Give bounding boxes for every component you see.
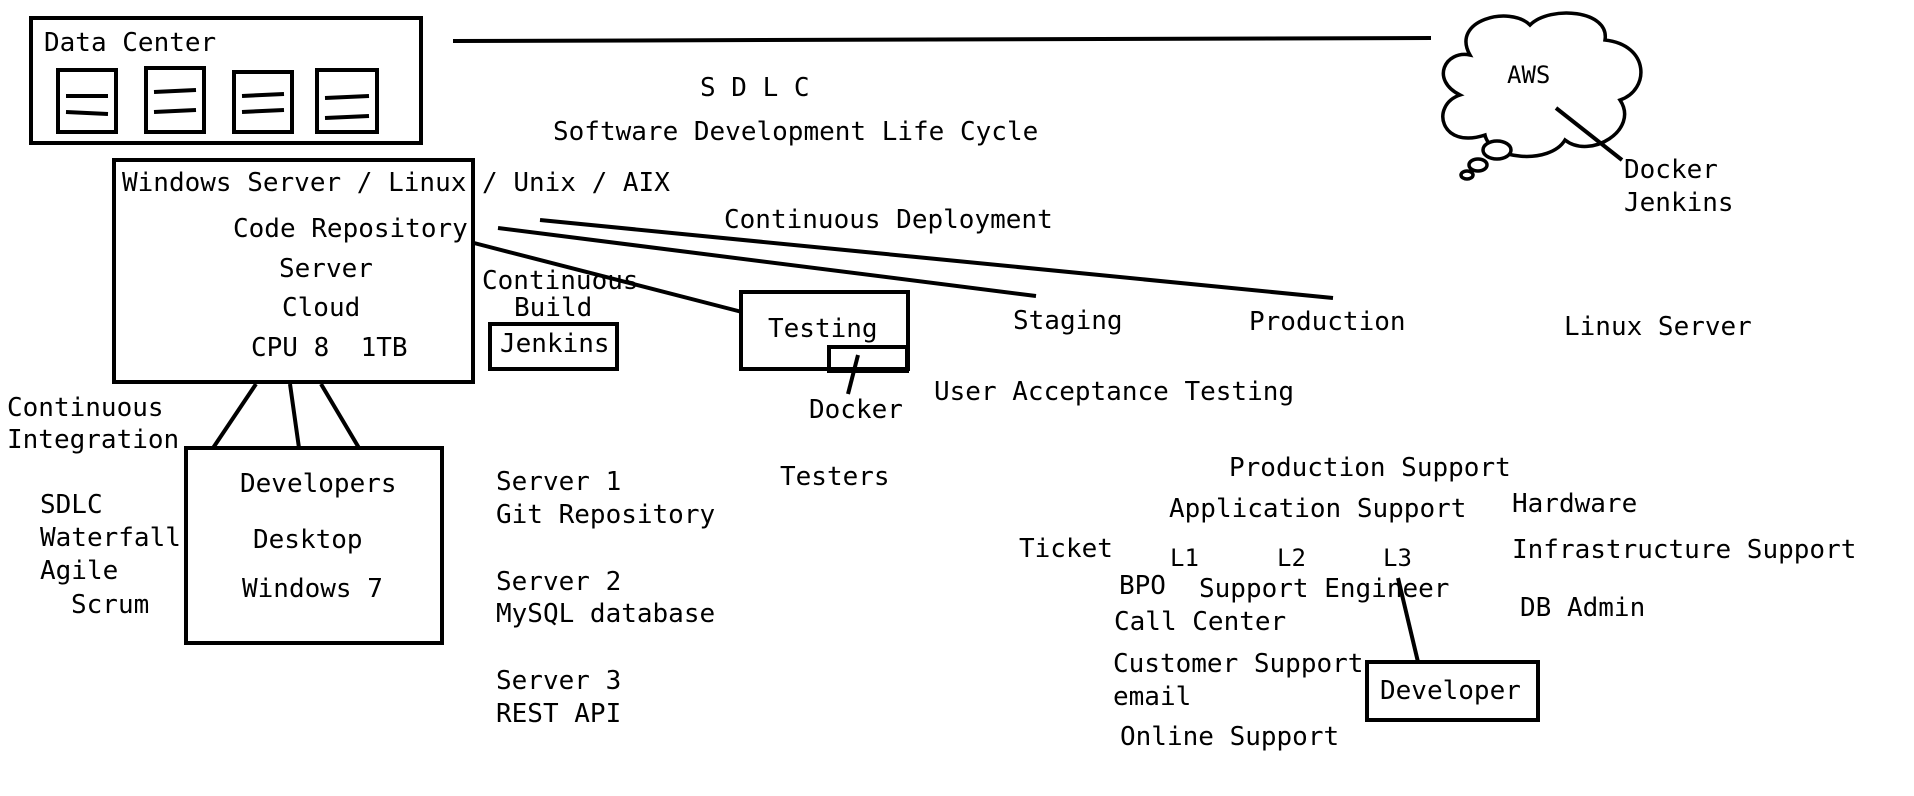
ticket-label: Ticket	[1019, 534, 1113, 564]
rack-icon	[232, 70, 294, 134]
data-center-box	[29, 16, 423, 145]
infrastructure-support-label: Infrastructure Support	[1512, 535, 1857, 565]
server-box	[112, 158, 475, 384]
rack-icon	[315, 68, 379, 134]
linux-server-label: Linux Server	[1564, 312, 1752, 342]
aws-label: AWS	[1507, 61, 1551, 89]
server-2-role: MySQL database	[496, 599, 716, 629]
server-dev-line	[211, 382, 258, 450]
data-center-label: Data Center	[44, 28, 217, 58]
staging-label: Staging	[1013, 306, 1123, 336]
datacenter-aws-line	[452, 36, 1432, 43]
continuous-build-line2: Build	[514, 293, 593, 323]
server-1-name: Server 1	[496, 467, 622, 497]
methodology-waterfall: Waterfall	[40, 523, 181, 553]
db-admin-label: DB Admin	[1520, 593, 1646, 623]
aws-tool-docker: Docker	[1624, 155, 1718, 185]
online-support-label: Online Support	[1120, 722, 1340, 752]
customer-support-label: Customer Support	[1113, 649, 1364, 679]
server-item-code-repository: Code Repository	[233, 214, 468, 244]
call-center-label: Call Center	[1114, 607, 1287, 637]
rack-icon	[56, 68, 118, 134]
developers-desktop: Desktop	[253, 525, 363, 555]
level-l3: L3	[1383, 544, 1412, 572]
rack-icons	[56, 66, 379, 134]
server-3-name: Server 3	[496, 666, 622, 696]
server-1-role: Git Repository	[496, 500, 716, 530]
l3-developer-line	[1396, 577, 1420, 663]
docker-label: Docker	[809, 395, 903, 425]
uat-label: User Acceptance Testing	[934, 377, 1295, 407]
continuous-build-line1: Continuous	[482, 266, 639, 296]
server-dev-line	[288, 383, 301, 449]
developers-box	[184, 446, 444, 645]
email-label: email	[1113, 682, 1192, 712]
jenkins-label: Jenkins	[500, 329, 610, 359]
testers-label: Testers	[780, 462, 890, 492]
continuous-integration-line2: Integration	[7, 425, 180, 455]
developer-box	[1365, 660, 1540, 722]
production-label: Production	[1249, 307, 1406, 337]
production-support-label: Production Support	[1229, 453, 1511, 483]
testing-box	[739, 290, 910, 371]
repo-staging-line	[497, 226, 1037, 298]
server-item-server: Server	[279, 254, 373, 284]
support-engineer-label: Support Engineer	[1199, 574, 1450, 604]
continuous-integration-line1: Continuous	[7, 393, 164, 423]
server-2-name: Server 2	[496, 567, 622, 597]
level-l1: L1	[1170, 544, 1199, 572]
continuous-deployment-label: Continuous Deployment	[724, 205, 1053, 235]
aws-docker-pointer	[1554, 106, 1624, 162]
hardware-label: Hardware	[1512, 489, 1638, 519]
repo-production-line	[539, 218, 1334, 300]
methodology-agile: Agile	[40, 556, 119, 586]
jenkins-box	[488, 322, 619, 371]
aws-tool-jenkins: Jenkins	[1624, 188, 1734, 218]
cloud-icon	[1441, 11, 1643, 181]
developer-label: Developer	[1380, 676, 1521, 706]
methodology-sdlc: SDLC	[40, 490, 103, 520]
docker-pointer	[846, 354, 860, 395]
application-support-label: Application Support	[1169, 494, 1467, 524]
bpo-label: BPO	[1119, 571, 1166, 601]
server-item-cloud: Cloud	[282, 293, 361, 323]
sdlc-full-title: Software Development Life Cycle	[553, 117, 1039, 147]
sdlc-acronym: S D L C	[700, 73, 810, 103]
testing-label: Testing	[768, 314, 878, 344]
server-3-role: REST API	[496, 699, 622, 729]
level-l2: L2	[1277, 544, 1306, 572]
developers-title: Developers	[240, 469, 397, 499]
rack-icon	[144, 66, 206, 134]
methodology-scrum: Scrum	[71, 590, 150, 620]
developers-os: Windows 7	[242, 574, 383, 604]
server-item-specs: CPU 8 1TB	[251, 333, 408, 363]
server-os-line: Windows Server / Linux / Unix / AIX	[122, 168, 670, 198]
server-dev-line	[319, 382, 361, 450]
repo-testing-line	[473, 241, 743, 314]
